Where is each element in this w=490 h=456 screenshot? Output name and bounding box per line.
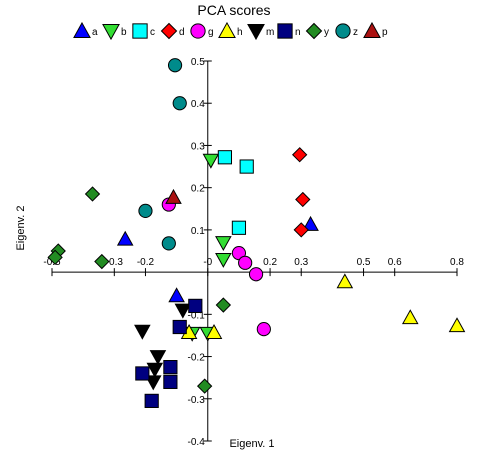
point-z xyxy=(172,96,187,111)
y-tick-label: -0.1 xyxy=(188,310,206,321)
point-m xyxy=(134,324,151,340)
legend-marker-a xyxy=(73,21,91,38)
point-d xyxy=(295,191,311,208)
point-b xyxy=(215,236,232,252)
legend-marker-g xyxy=(190,23,206,39)
x-axis-title: Eigenv. 1 xyxy=(229,438,274,450)
y-tick-label: -0.4 xyxy=(188,437,206,448)
y-ticks: 0.5 0.4 0.3 0.2 0.1 -0.1 -0.2 -0.3 -0.4 xyxy=(188,57,212,448)
point-g xyxy=(248,267,264,282)
x-tick-label: 0.3 xyxy=(294,257,308,268)
point-a xyxy=(302,215,319,231)
legend-marker-y xyxy=(305,22,323,40)
point-y xyxy=(84,186,101,202)
point-z xyxy=(167,58,183,73)
point-c xyxy=(239,159,254,174)
x-tick-label: -0 xyxy=(203,257,212,268)
point-n xyxy=(172,319,187,335)
point-p xyxy=(165,188,182,204)
legend-marker-n xyxy=(277,23,293,39)
legend-label-d: d xyxy=(179,27,185,38)
x-tick-label: -0.2 xyxy=(137,257,155,268)
point-m xyxy=(174,303,192,319)
point-n xyxy=(188,298,203,313)
legend-marker-c xyxy=(132,23,148,39)
legend-label-n: n xyxy=(295,27,301,38)
legend-label-m: m xyxy=(266,27,274,38)
x-tick-label: 0.8 xyxy=(450,257,464,268)
point-a xyxy=(168,287,185,303)
legend-marker-m xyxy=(247,24,265,41)
point-m xyxy=(146,362,164,378)
point-y xyxy=(196,378,213,394)
legend-label-a: a xyxy=(92,27,98,38)
y-tick-label: 0.5 xyxy=(191,57,205,68)
legend-label-c: c xyxy=(150,27,155,38)
legend-marker-z xyxy=(335,23,351,39)
point-n xyxy=(163,360,178,375)
x-ticks: -0.5 -0.3 -0.2 -0 0.2 0.3 0.5 0.6 0.8 xyxy=(43,257,464,277)
point-m xyxy=(149,350,167,366)
point-g xyxy=(238,255,253,270)
point-n xyxy=(144,393,159,408)
point-g xyxy=(256,322,271,337)
legend-marker-b xyxy=(102,24,120,41)
point-y xyxy=(215,297,232,313)
point-d xyxy=(292,147,308,163)
data-points xyxy=(47,58,466,408)
y-tick-label: -0.2 xyxy=(188,353,206,364)
legend-label-z: z xyxy=(353,27,358,38)
legend-label-y: y xyxy=(324,27,329,38)
point-z xyxy=(161,236,176,251)
y-tick-label: 0.3 xyxy=(191,141,205,152)
x-tick-label: 0.5 xyxy=(357,257,371,268)
point-c xyxy=(217,150,233,165)
point-y xyxy=(47,249,63,266)
point-h xyxy=(448,317,466,333)
x-tick-label: 0.6 xyxy=(388,257,402,268)
point-z xyxy=(138,203,153,218)
x-tick-label: -0.3 xyxy=(106,257,124,268)
y-tick-label: 0.2 xyxy=(191,184,205,195)
y-tick-label: 0.1 xyxy=(191,226,205,237)
point-y xyxy=(94,253,110,270)
y-axis-title: Eigenv. 2 xyxy=(15,205,27,250)
legend-marker-p xyxy=(363,21,381,38)
legend-label-b: b xyxy=(121,27,127,38)
x-tick-label: 0.2 xyxy=(263,257,277,268)
point-a xyxy=(116,230,134,246)
x-tick-label: -0.5 xyxy=(43,257,61,268)
point-h xyxy=(401,309,419,325)
point-m xyxy=(144,375,162,391)
legend-marker-d xyxy=(160,22,178,40)
legend-label-h: h xyxy=(237,27,243,38)
legend-label-g: g xyxy=(208,27,214,38)
point-c xyxy=(231,220,247,235)
chart-title: PCA scores xyxy=(197,2,270,18)
point-n xyxy=(163,374,178,389)
y-tick-label: 0.4 xyxy=(191,99,205,110)
legend-marker-h xyxy=(218,21,236,38)
point-d xyxy=(293,222,309,238)
point-b xyxy=(215,252,232,268)
point-n xyxy=(135,366,150,381)
y-tick-label: -0.3 xyxy=(188,395,206,406)
point-b xyxy=(202,153,220,169)
legend-label-p: p xyxy=(382,27,388,38)
point-h xyxy=(336,273,354,289)
point-h xyxy=(205,324,223,339)
